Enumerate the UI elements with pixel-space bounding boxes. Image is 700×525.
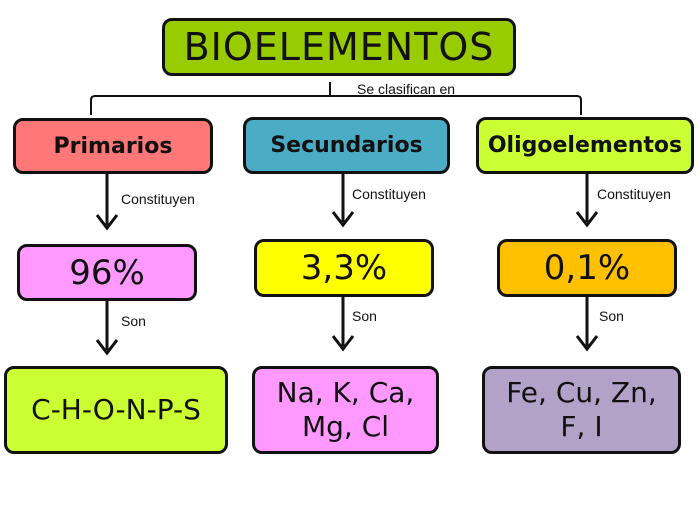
percentage-value: 96% <box>69 252 145 293</box>
link-label-constituyen: Constituyen <box>352 186 426 202</box>
category-label: Oligoelementos <box>487 133 683 158</box>
title-text: BIOELEMENTOS <box>183 25 495 69</box>
link-label-constituyen: Constituyen <box>121 191 195 207</box>
category-node-secundarios: Secundarios <box>243 117 450 174</box>
elements-text-line: F, I <box>560 410 603 443</box>
category-label: Primarios <box>53 133 173 159</box>
percentage-node-primarios: 96% <box>17 244 197 301</box>
percentage-node-oligoelementos: 0,1% <box>497 239 677 297</box>
category-node-primarios: Primarios <box>13 118 213 174</box>
link-label-son: Son <box>599 308 624 324</box>
elements-text: C-H-O-N-P-S <box>31 393 201 426</box>
connector-label: Se clasifican en <box>357 81 456 97</box>
elements-node-oligoelementos: Fe, Cu, Zn, F, I <box>482 366 681 454</box>
category-label: Secundarios <box>270 133 423 158</box>
elements-text-line: Mg, Cl <box>301 410 390 443</box>
percentage-value: 0,1% <box>543 248 631 288</box>
elements-node-primarios: C-H-O-N-P-S <box>4 366 228 454</box>
title-node: BIOELEMENTOS <box>162 18 516 76</box>
elements-node-secundarios: Na, K, Ca, Mg, Cl <box>252 366 439 454</box>
percentage-value: 3,3% <box>300 248 388 288</box>
elements-text-line: Fe, Cu, Zn, <box>506 376 657 409</box>
link-label-son: Son <box>121 313 146 329</box>
percentage-node-secundarios: 3,3% <box>254 239 434 297</box>
elements-text-line: Na, K, Ca, <box>276 376 415 409</box>
link-label-constituyen: Constituyen <box>597 186 671 202</box>
category-node-oligoelementos: Oligoelementos <box>476 117 694 174</box>
link-label-son: Son <box>352 308 377 324</box>
